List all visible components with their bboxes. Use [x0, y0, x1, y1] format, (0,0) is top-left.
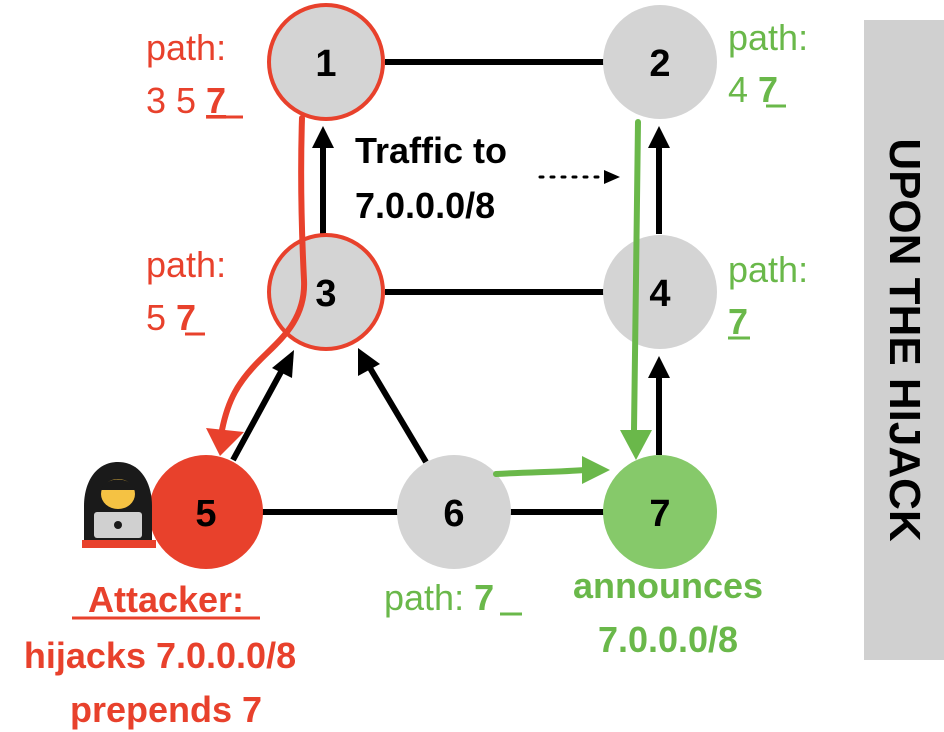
node-6-path-annotation: path: 7	[384, 577, 522, 618]
arrow-6-to-3-head	[358, 348, 380, 376]
node-5-circle	[149, 455, 263, 569]
node-1-path-annotation: path: 3 5 7	[146, 27, 243, 121]
arrow-5-to-3	[230, 368, 285, 462]
hooded-hacker-icon	[82, 462, 156, 548]
node-4-path-label: path:	[728, 249, 808, 290]
arrow-4-to-2-head	[648, 126, 670, 148]
arrow-7-to-4-head	[648, 356, 670, 378]
upon-the-hijack-banner: UPON THE HIJACK	[864, 20, 944, 660]
attacker-prepend-text: prepends 7	[70, 689, 262, 730]
attacker-title: Attacker:	[88, 579, 244, 620]
node-2-label: 2	[649, 43, 670, 85]
node-5-label: 5	[195, 493, 216, 535]
traffic-annotation: Traffic to 7.0.0.0/8	[355, 130, 507, 226]
node-1-circle	[267, 3, 385, 121]
traffic-label: Traffic to	[355, 130, 507, 171]
node-2-circle	[603, 5, 717, 119]
node-7-circle	[603, 455, 717, 569]
node-7-announce-annotation: announces 7.0.0.0/8	[573, 565, 763, 660]
node-6-label: 6	[443, 493, 464, 535]
hijack-path-arrow	[206, 115, 308, 456]
node-labels: 1 2 3 4 5 6 7	[195, 43, 670, 535]
node-7-prefix: 7.0.0.0/8	[598, 619, 738, 660]
attacker-hijack-text: hijacks 7.0.0.0/8	[24, 635, 296, 676]
node-4-path-annotation: path: 7	[728, 249, 808, 342]
node-3-path-value: 5 7	[146, 297, 196, 338]
node-1-label: 1	[315, 43, 336, 85]
node-6-circle	[397, 455, 511, 569]
node-2-path-value: 4 7	[728, 69, 778, 110]
arrow-3-to-1-head	[312, 126, 334, 148]
node-3-path-label: path:	[146, 244, 226, 285]
traffic-prefix: 7.0.0.0/8	[355, 185, 495, 226]
node-6-path-value: path: 7	[384, 577, 494, 618]
arrow-6-to-3	[367, 366, 429, 464]
node-2-path-annotation: path: 4 7	[728, 17, 808, 110]
nodes	[149, 3, 717, 569]
banner-text: UPON THE HIJACK	[880, 138, 929, 542]
arrow-5-to-3-head	[272, 350, 294, 378]
node-3-label: 3	[315, 273, 336, 315]
node-1-path-label: path:	[146, 27, 226, 68]
propagation-arrows	[230, 126, 670, 464]
node-4-path-value: 7	[728, 301, 748, 342]
node-4-circle	[603, 235, 717, 349]
node-4-label: 4	[649, 273, 670, 315]
legit-path-arrows	[493, 119, 652, 484]
node-3-path-annotation: path: 5 7	[146, 244, 226, 338]
node-7-label: 7	[649, 493, 670, 535]
node-7-announce-label: announces	[573, 565, 763, 606]
attacker-annotation: Attacker: hijacks 7.0.0.0/8 prepends 7	[24, 579, 296, 730]
traffic-arrow	[538, 170, 620, 184]
edges	[262, 59, 605, 515]
node-1-path-value: 3 5 7	[146, 80, 226, 121]
node-2-path-label: path:	[728, 17, 808, 58]
